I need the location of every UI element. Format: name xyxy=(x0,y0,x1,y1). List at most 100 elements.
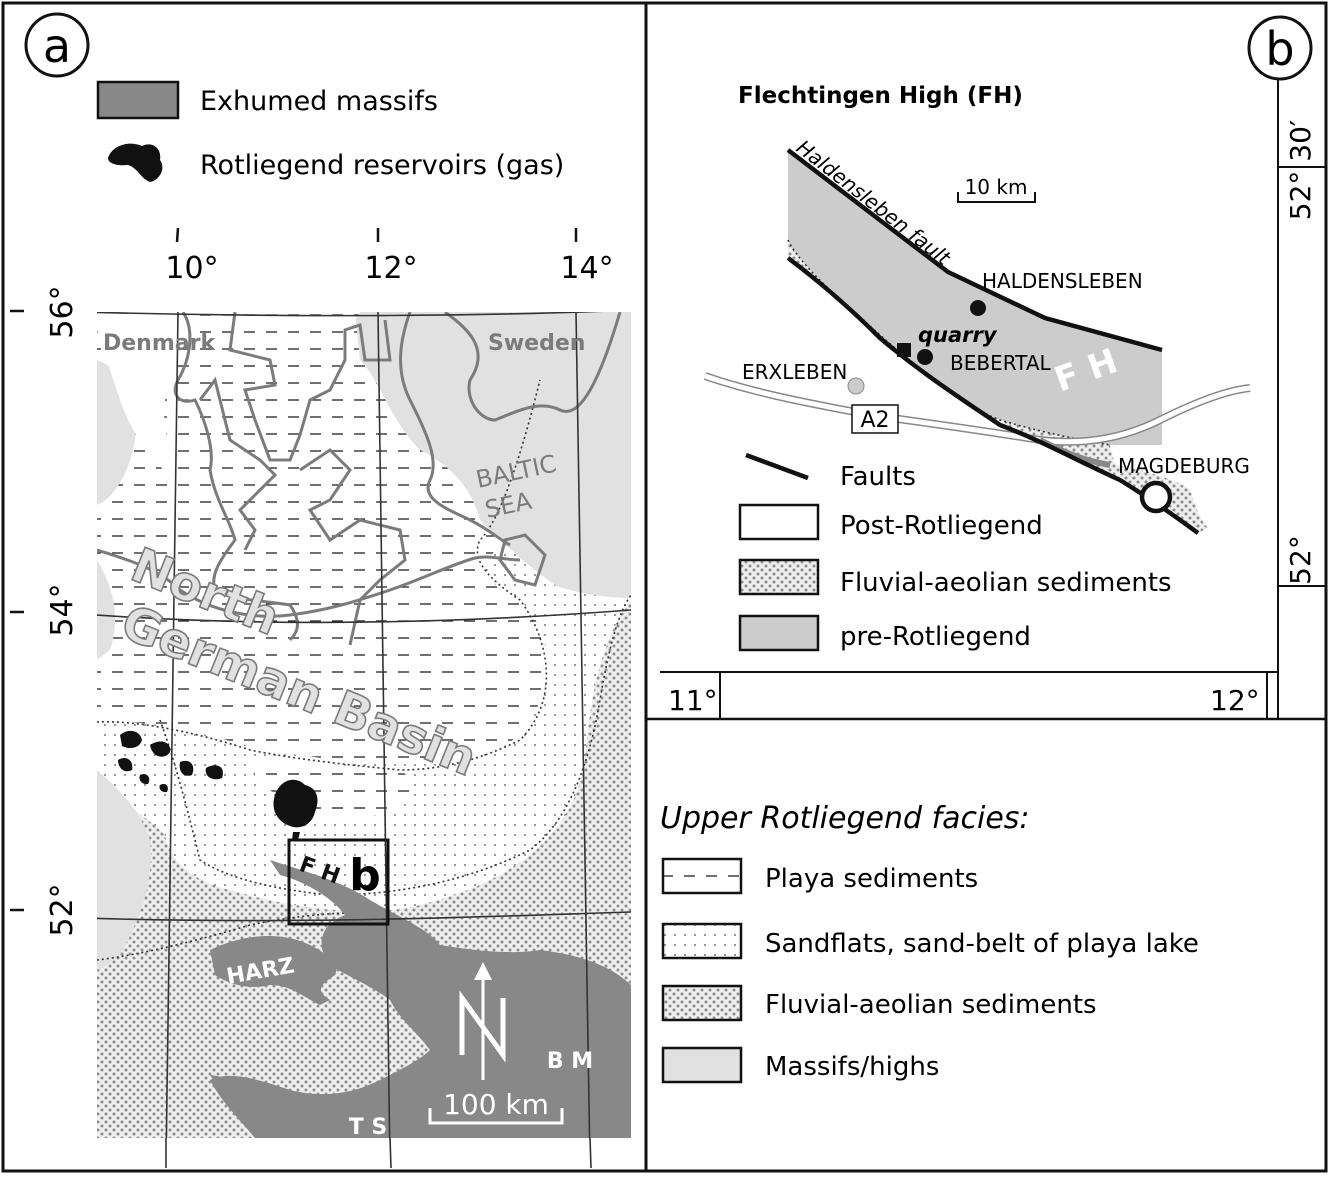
lon-label-11: 11° xyxy=(668,684,718,717)
lat-label-5230: 52° 30′ xyxy=(1284,120,1317,221)
legend-swatch-post xyxy=(738,503,820,541)
exhumed-massif-flechtingen-bm xyxy=(210,860,631,1138)
label-erxleben: ERXLEBEN xyxy=(742,360,847,384)
gas-field xyxy=(205,765,223,780)
marker-bebertal xyxy=(917,349,933,365)
label-haldensleben: HALDENSLEBEN xyxy=(982,269,1143,293)
label-denmark: Denmark xyxy=(103,331,216,356)
gas-field xyxy=(139,774,150,785)
area-playa-south xyxy=(250,758,413,824)
gas-field xyxy=(292,832,300,840)
legend-label-exhumed: Exhumed massifs xyxy=(200,86,438,117)
massif-west-south xyxy=(97,770,151,970)
marker-quarry xyxy=(897,343,911,357)
inset-box-b-label: b xyxy=(349,850,381,901)
panel-a: a Exhumed massifs Rotliegend reservoirs … xyxy=(10,12,631,1169)
highway-a2-inner xyxy=(704,373,1251,445)
lon-tick-10 xyxy=(175,227,180,243)
lon-label-12: 12° xyxy=(364,251,417,286)
border-islands xyxy=(228,312,392,462)
lat-label-54: 54° xyxy=(45,583,80,636)
legend-swatch-fluvial-b xyxy=(738,558,820,596)
graticule-lon-12-tail xyxy=(389,1137,392,1169)
facies-legend: Upper Rotliegend facies: Playa sediments… xyxy=(660,801,1199,1084)
gas-field xyxy=(118,758,133,772)
exhumed-massif-small xyxy=(345,952,363,966)
gas-field xyxy=(150,741,171,757)
scale-bar-a-label: 100 km xyxy=(443,1088,549,1121)
scale-bar-b xyxy=(957,192,1036,203)
map-b xyxy=(703,148,1251,535)
legend-label-massifs: Massifs/highs xyxy=(765,1052,939,1082)
graticule-lon-14 xyxy=(575,312,591,1138)
label-sweden: Sweden xyxy=(488,331,585,356)
lon-label-14: 14° xyxy=(560,251,613,286)
scale-bar-a xyxy=(428,1108,564,1125)
exhumed-massif-ts xyxy=(210,1075,360,1138)
legend-label-sandflats: Sandflats, sand-belt of playa lake xyxy=(765,929,1199,959)
massif-west-small xyxy=(97,560,116,660)
graticule-lat-56 xyxy=(97,312,603,317)
panel-a-badge xyxy=(24,12,90,78)
panel-b-title: Flechtingen High (FH) xyxy=(738,83,1023,109)
exhumed-massif-ts-east xyxy=(370,1080,420,1138)
lon-label-10: 10° xyxy=(165,251,218,286)
exhumed-massif-harz xyxy=(210,935,337,1005)
lat-label-56: 56° xyxy=(45,285,80,338)
legend-swatch-sandflats xyxy=(661,922,743,960)
massif-scandinavia xyxy=(355,312,631,598)
panel-a-badge-label: a xyxy=(43,19,71,73)
border-sweden-coast xyxy=(399,312,511,547)
lat-label-52-b: 52° xyxy=(1284,535,1317,585)
graticule-lon-14-tail xyxy=(589,1137,592,1169)
legend-label-fluvial-b: Fluvial-aeolian sediments xyxy=(840,568,1172,598)
graticule-lon-10 xyxy=(165,312,179,1138)
southern-fault-line xyxy=(786,256,1200,535)
legend-swatch-playa xyxy=(661,857,743,895)
marker-erxleben xyxy=(847,377,865,395)
lon-label-12-b: 12° xyxy=(1210,684,1260,717)
gas-field xyxy=(159,783,168,793)
panel-b-badge-label: b xyxy=(1265,22,1294,76)
panel-b: b 11° 12° 52° 30′ 52° Flechtingen High (… xyxy=(660,15,1326,719)
legend-label-faults: Faults xyxy=(840,462,916,492)
legend-label-reservoirs: Rotliegend reservoirs (gas) xyxy=(200,150,564,181)
label-magdeburg: MAGDEBURG xyxy=(1118,454,1250,478)
area-playa-denmark xyxy=(165,312,360,470)
boundary-playa xyxy=(97,379,548,771)
panel-b-badge xyxy=(1247,15,1313,81)
north-arrow-icon xyxy=(459,962,506,1080)
denmark-land xyxy=(97,312,200,480)
legend-swatch-exhumed xyxy=(96,80,180,120)
label-bebertal: BEBERTAL xyxy=(950,351,1052,375)
haldensleben-fault-line xyxy=(786,148,1163,353)
highway-shield xyxy=(851,404,899,434)
lat-label-52: 52° xyxy=(45,883,80,936)
marker-haldensleben xyxy=(970,300,986,316)
label-a2: A2 xyxy=(860,408,889,433)
boundary-sandflats xyxy=(159,594,631,896)
marker-magdeburg xyxy=(1139,480,1173,514)
graticule-lat-54 xyxy=(97,609,631,624)
legend-swatch-reservoir xyxy=(108,143,163,182)
legend-label-fluvial: Fluvial-aeolian sediments xyxy=(765,990,1097,1020)
legend-swatch-massifs xyxy=(661,1046,743,1084)
border-sweden-south xyxy=(444,312,622,422)
label-quarry: quarry xyxy=(918,323,998,347)
inset-box-b xyxy=(287,838,390,926)
legend-label-pre: pre-Rotliegend xyxy=(840,622,1031,652)
legend-label-playa: Playa sediments xyxy=(765,864,978,894)
legend-swatch-faults xyxy=(745,452,809,481)
gas-field xyxy=(179,760,194,776)
border-germany-north xyxy=(299,448,407,646)
border-bornholm xyxy=(498,533,547,587)
gas-field-altmark xyxy=(273,779,318,828)
legend-label-post: Post-Rotliegend xyxy=(840,511,1043,541)
area-fluvial-b xyxy=(788,240,1208,533)
label-ts: T S xyxy=(349,1115,388,1140)
label-bm: B M xyxy=(547,1049,593,1074)
scale-bar-b-label: 10 km xyxy=(965,175,1028,199)
border-zealand xyxy=(198,376,278,551)
legend-swatch-pre xyxy=(738,614,820,652)
